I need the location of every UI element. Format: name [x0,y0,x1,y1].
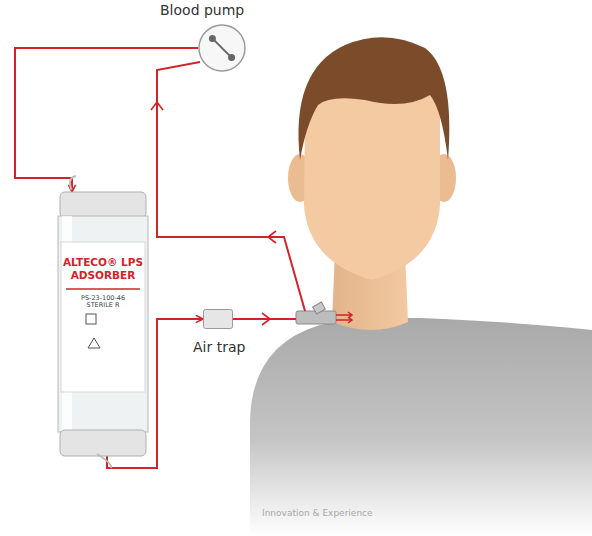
adsorber-canister-outline [58,192,148,456]
return-line [157,62,305,311]
air-trap-chamber [204,310,233,329]
catheter-tips [336,312,352,323]
pump-roller [228,54,235,61]
blood-line [15,48,198,192]
catheter-port [313,302,326,314]
shirt [250,318,592,536]
product-name: ALTECO® LPS ADSORBER [62,256,144,282]
air-trap-outline [203,309,233,329]
hair [298,37,449,160]
supply-line [233,318,296,320]
flow-chevron [151,102,163,110]
adsorber-canister: ALTECO® LPS ADSORBERPS-23-100-46STERILE … [58,192,148,456]
component-label: Air trap [193,339,245,355]
component-label: Blood pump [160,2,244,18]
blood-pump-outline [198,24,246,72]
air-trap: Air trap [203,309,233,329]
pump-roller [209,35,216,42]
flow-chevron [262,313,270,325]
pump-housing [199,25,245,71]
canister-body [58,176,148,468]
product-code: STERILE R [62,302,144,310]
watermark: Innovation & Experience [262,508,373,518]
pump-rotor [212,38,231,57]
flow-chevron [268,231,276,243]
blood-pump: Blood pump [198,24,246,72]
